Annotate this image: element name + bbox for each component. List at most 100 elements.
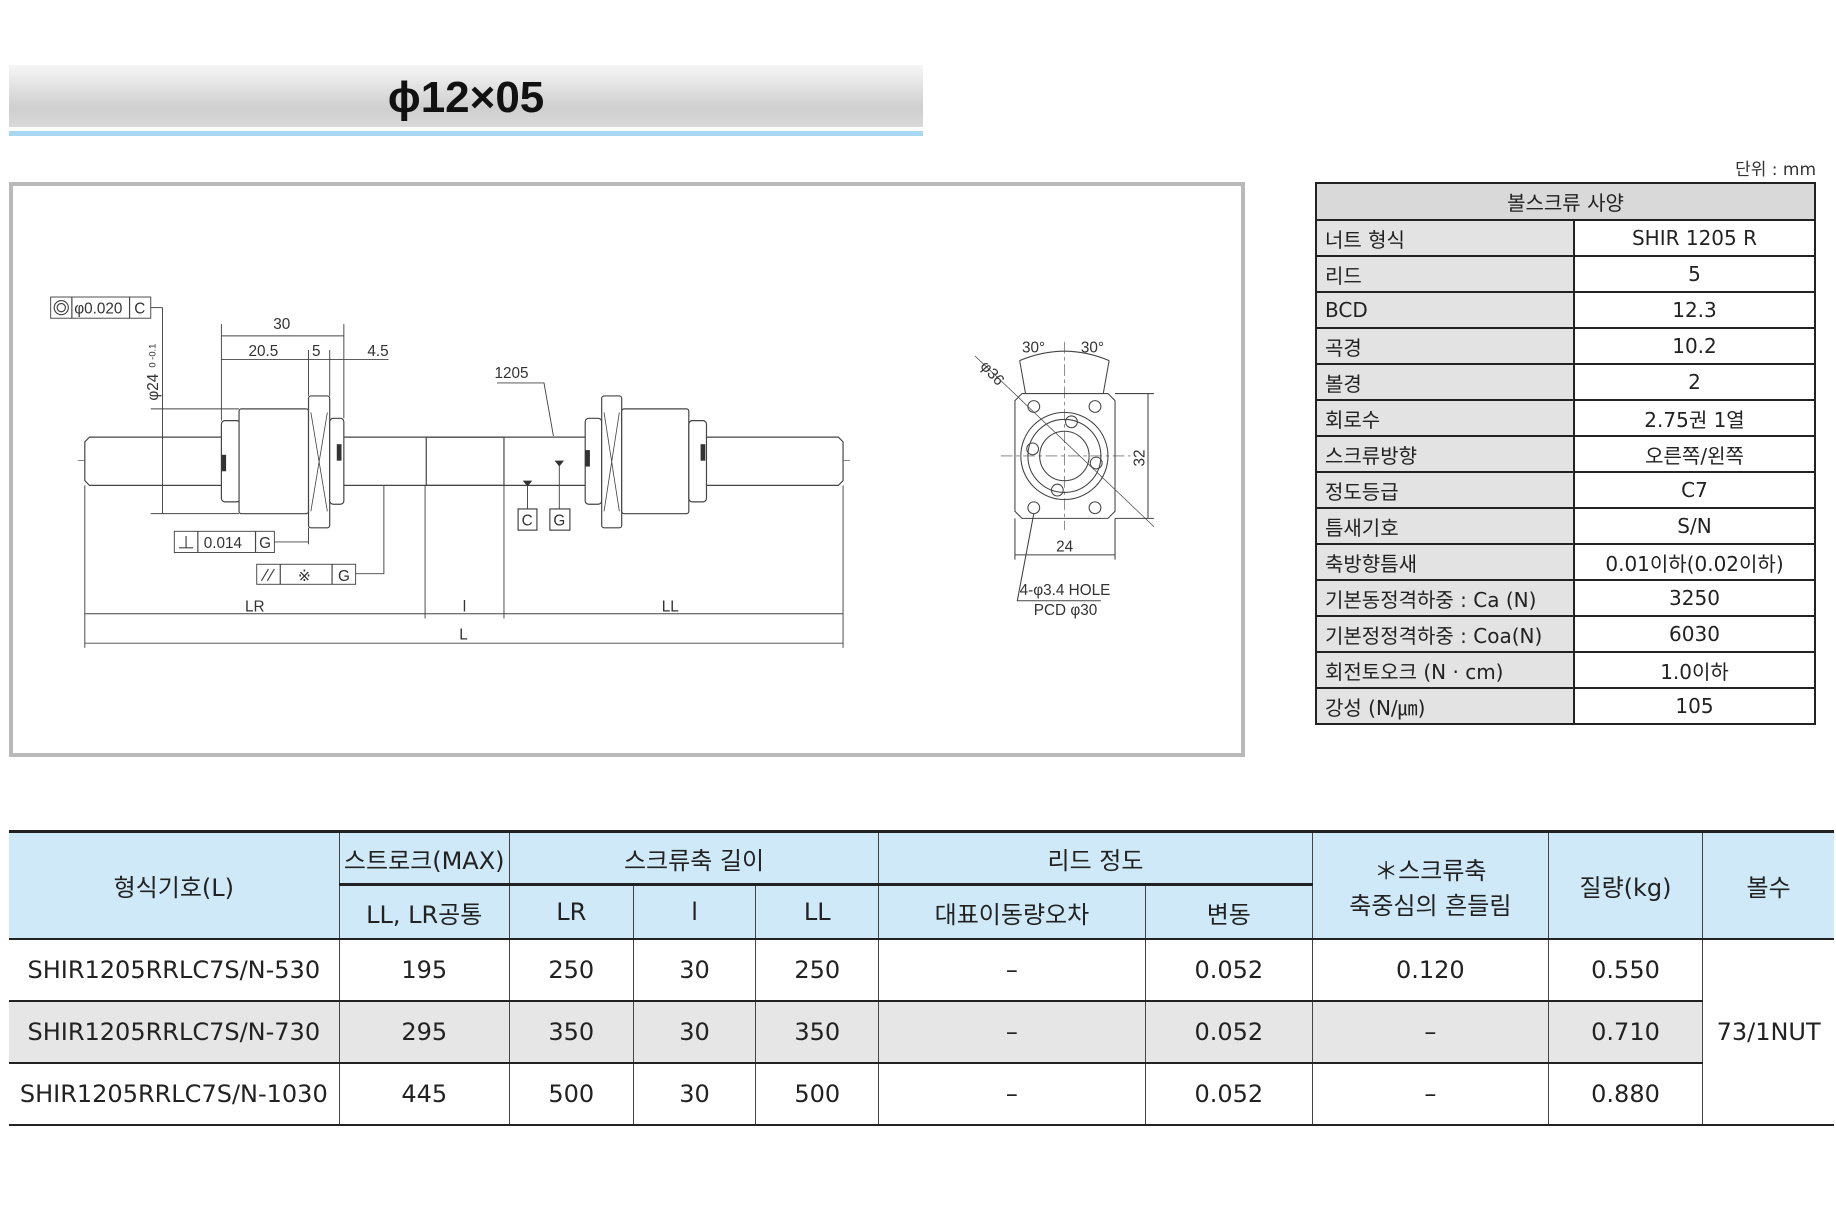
cell-lr: 350 bbox=[508, 1001, 634, 1064]
spec-key: 기본정정격하중 : Coa(N) bbox=[1315, 615, 1575, 653]
spec-key: 스크류방향 bbox=[1315, 435, 1575, 473]
header-runout-1: ＊스크류축 bbox=[1374, 856, 1487, 885]
concentricity-icon bbox=[53, 299, 69, 316]
angle-left: 30° bbox=[1022, 339, 1045, 356]
ball-screw-drawing: φ0.020 C 0.014 G ※ G C G 30 20.5 5 4.5 φ… bbox=[50, 296, 1155, 648]
spec-key: 회전토오크 (N · cm) bbox=[1315, 651, 1575, 689]
cell-balls: 73/1NUT bbox=[1702, 939, 1834, 1126]
cell-mass: 0.710 bbox=[1547, 1001, 1703, 1064]
header-l: l bbox=[632, 883, 757, 940]
cell-stroke: 295 bbox=[338, 1001, 510, 1064]
spec-value: 0.01이하(0.02이하) bbox=[1573, 543, 1816, 581]
spec-value: 105 bbox=[1573, 687, 1816, 725]
cell-model: SHIR1205RRLC7S/N-730 bbox=[9, 1001, 340, 1064]
spec-title: 볼스크류 사양 bbox=[1315, 182, 1816, 221]
spec-value: S/N bbox=[1573, 507, 1816, 545]
cell-runout: 0.120 bbox=[1311, 939, 1549, 1002]
parallel-mark: ※ bbox=[298, 568, 311, 585]
header-runout-2: 축중심의 흔들림 bbox=[1349, 891, 1512, 920]
model-label: 1205 bbox=[495, 365, 529, 382]
perp-datum: G bbox=[259, 535, 271, 552]
header-lead: 리드 정도 bbox=[878, 830, 1313, 886]
cell-lr: 250 bbox=[508, 939, 634, 1002]
cell-stroke: 445 bbox=[338, 1063, 510, 1126]
cell-mass: 0.880 bbox=[1547, 1063, 1703, 1126]
dim-30: 30 bbox=[273, 316, 290, 333]
dim-dia-24: φ24 bbox=[145, 373, 162, 400]
perpendicularity-frame bbox=[173, 530, 275, 553]
header-stroke-sub: LL, LR공통 bbox=[339, 883, 510, 940]
left-nut-body bbox=[238, 408, 310, 515]
cell-var: 0.052 bbox=[1144, 1063, 1313, 1126]
datum-c-box bbox=[517, 508, 538, 531]
cell-l: 30 bbox=[632, 1063, 757, 1126]
parallel-datum: G bbox=[338, 568, 350, 585]
shaft-middle bbox=[425, 436, 505, 486]
pcd-note: PCD φ30 bbox=[1034, 602, 1097, 619]
spec-key: 리드 bbox=[1315, 255, 1575, 293]
spec-value: SHIR 1205 R bbox=[1573, 219, 1816, 257]
perpendicular-icon bbox=[179, 536, 194, 549]
cell-var: 0.052 bbox=[1144, 1001, 1313, 1064]
cell-stroke: 195 bbox=[338, 939, 510, 1002]
spec-key: 틈새기호 bbox=[1315, 507, 1575, 545]
spec-row: 회전토오크 (N · cm)1.0이하 bbox=[1315, 651, 1816, 689]
spec-key: 곡경 bbox=[1315, 327, 1575, 365]
header-stroke: 스트로크(MAX) bbox=[338, 830, 510, 886]
cell-ll: 350 bbox=[755, 1001, 880, 1064]
header-mass: 질량(kg) bbox=[1547, 830, 1704, 940]
title-underline bbox=[9, 131, 923, 136]
runout-frame bbox=[50, 296, 152, 319]
right-nut-body bbox=[621, 408, 690, 515]
dim-ll: LL bbox=[662, 598, 679, 615]
cell-runout: – bbox=[1311, 1001, 1549, 1064]
dim-24-flange: 24 bbox=[1056, 538, 1074, 555]
spec-value: 2 bbox=[1573, 363, 1816, 401]
spec-value: 10.2 bbox=[1573, 327, 1816, 365]
right-nut-collar-2 bbox=[688, 420, 708, 503]
runout-datum: C bbox=[134, 300, 145, 317]
spec-key: 볼경 bbox=[1315, 363, 1575, 401]
spec-value: 12.3 bbox=[1573, 291, 1816, 329]
header-lead-err: 대표이동량오차 bbox=[878, 883, 1146, 940]
spec-value: 2.75권 1열 bbox=[1573, 399, 1816, 437]
dim-5: 5 bbox=[312, 343, 321, 360]
cell-err: – bbox=[878, 939, 1146, 1002]
screw-shaft bbox=[84, 436, 844, 486]
page-title: ϕ12×05 bbox=[387, 73, 545, 122]
header-lr: LR bbox=[508, 883, 634, 940]
spec-key: 너트 형식 bbox=[1315, 219, 1575, 257]
parallelism-frame bbox=[256, 563, 357, 585]
cell-err: – bbox=[878, 1063, 1146, 1126]
spec-key: 회로수 bbox=[1315, 399, 1575, 437]
header-balls: 볼수 bbox=[1702, 830, 1834, 940]
spec-key: 축방향틈새 bbox=[1315, 543, 1575, 581]
spec-key: 기본동정격하중 : Ca (N) bbox=[1315, 579, 1575, 617]
spec-value: C7 bbox=[1573, 471, 1816, 509]
parallel-icon bbox=[260, 568, 275, 582]
spec-value: 6030 bbox=[1573, 615, 1816, 653]
spec-row: 기본동정격하중 : Ca (N)3250 bbox=[1315, 579, 1816, 617]
cell-runout: – bbox=[1311, 1063, 1549, 1126]
runout-value: φ0.020 bbox=[74, 300, 122, 317]
dim-20-5: 20.5 bbox=[248, 343, 278, 360]
spec-value: 1.0이하 bbox=[1573, 651, 1816, 689]
spec-key: 정도등급 bbox=[1315, 471, 1575, 509]
spec-row: 기본정정격하중 : Coa(N)6030 bbox=[1315, 615, 1816, 653]
datum-g-box bbox=[549, 508, 571, 531]
datum-c-label: C bbox=[522, 512, 533, 529]
cell-model: SHIR1205RRLC7S/N-530 bbox=[9, 939, 340, 1002]
